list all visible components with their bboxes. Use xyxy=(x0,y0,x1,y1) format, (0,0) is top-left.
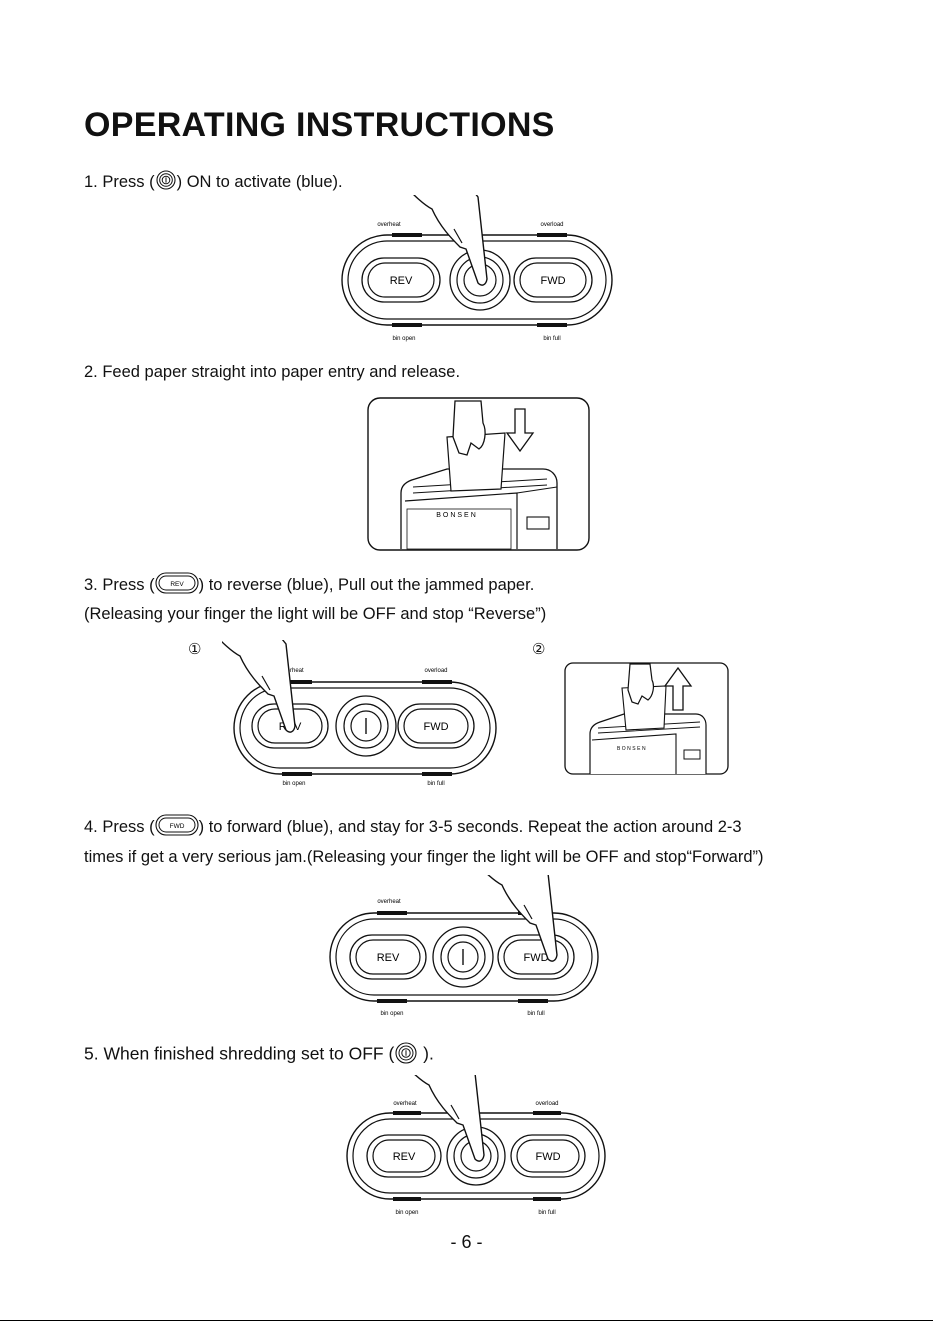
overheat-label: overheat xyxy=(377,222,401,228)
shredder-brand: BONSEN xyxy=(436,512,478,519)
svg-text:bin full: bin full xyxy=(427,781,444,787)
svg-text:REV: REV xyxy=(377,952,400,964)
step-1-text-a: 1. Press ( xyxy=(84,172,155,191)
pressing-hand-icon xyxy=(397,195,488,286)
step-1: 1. Press ( ) ON to activate (blue). xyxy=(84,170,343,195)
overload-label: overload xyxy=(540,222,563,228)
control-panel-1: REV FWD overheat overload bin open bin f… xyxy=(341,195,613,342)
rev-label: REV xyxy=(390,275,413,287)
page-title: OPERATING INSTRUCTIONS xyxy=(84,106,555,144)
step-4: 4. Press ( FWD ) to forward (blue), and st… xyxy=(84,814,742,841)
shredder-pull-illustration: BONSEN xyxy=(564,662,729,775)
step-5: 5. When finished shredding set to OFF ( … xyxy=(84,1042,434,1068)
control-panel-3: REV FWD overheat overload bin open bin f… xyxy=(329,875,599,1017)
footer-rule xyxy=(0,1320,933,1321)
svg-text:bin open: bin open xyxy=(380,1011,403,1017)
power-icon xyxy=(394,1042,418,1068)
fwd-button-icon: FWD xyxy=(155,814,199,841)
svg-text:bin open: bin open xyxy=(282,781,305,787)
svg-text:FWD: FWD xyxy=(423,721,448,733)
pressing-hand-icon xyxy=(467,875,558,962)
svg-text:bin full: bin full xyxy=(538,1210,555,1216)
marker-1: ① xyxy=(188,640,202,658)
page-number: - 6 - xyxy=(450,1232,483,1252)
svg-text:FWD: FWD xyxy=(169,823,184,830)
rev-button-icon: REV xyxy=(155,572,199,599)
svg-text:overload: overload xyxy=(424,668,447,674)
svg-text:REV: REV xyxy=(393,1151,416,1163)
svg-text:BONSEN: BONSEN xyxy=(617,746,647,752)
step-5-text-a: 5. When finished shredding set to OFF ( xyxy=(84,1043,395,1064)
step-5-text-b: ). xyxy=(418,1043,434,1064)
marker-2: ② xyxy=(532,640,546,658)
pressing-hand-icon xyxy=(222,640,296,733)
svg-text:overheat: overheat xyxy=(393,1101,417,1107)
step-4-text-b: ) to forward (blue), and stay for 3-5 se… xyxy=(198,817,742,836)
svg-text:FWD: FWD xyxy=(535,1151,560,1163)
svg-text:overheat: overheat xyxy=(280,668,304,674)
svg-text:bin full: bin full xyxy=(527,1011,544,1017)
step-2: 2. Feed paper straight into paper entry … xyxy=(84,363,461,381)
step-4-note: times if get a very serious jam.(Releasi… xyxy=(84,848,764,866)
step-3: 3. Press ( REV ) to reverse (blue), Pull o… xyxy=(84,572,534,599)
svg-text:overheat: overheat xyxy=(377,899,401,905)
step-4-text-a: 4. Press ( xyxy=(84,817,155,836)
shredder-feed-illustration: BONSEN xyxy=(367,397,590,551)
control-panel-2: REV FWD overheat overload bin open bin f… xyxy=(222,640,497,787)
svg-text:overload: overload xyxy=(535,1101,558,1107)
step-3-note: (Releasing your finger the light will be… xyxy=(84,605,547,623)
power-icon xyxy=(155,170,177,195)
bin-open-label: bin open xyxy=(392,336,415,342)
bin-full-label: bin full xyxy=(543,336,560,342)
step-3-text-a: 3. Press ( xyxy=(84,575,155,594)
svg-text:bin open: bin open xyxy=(395,1210,418,1216)
control-panel-4: REV FWD overheat overload bin open bin f… xyxy=(346,1075,606,1216)
svg-text:FWD: FWD xyxy=(523,952,548,964)
fwd-label: FWD xyxy=(540,275,565,287)
step-3-text-b: ) to reverse (blue), Pull out the jammed… xyxy=(198,575,535,594)
svg-text:REV: REV xyxy=(170,581,184,588)
step-1-text-b: ) ON to activate (blue). xyxy=(176,172,343,191)
